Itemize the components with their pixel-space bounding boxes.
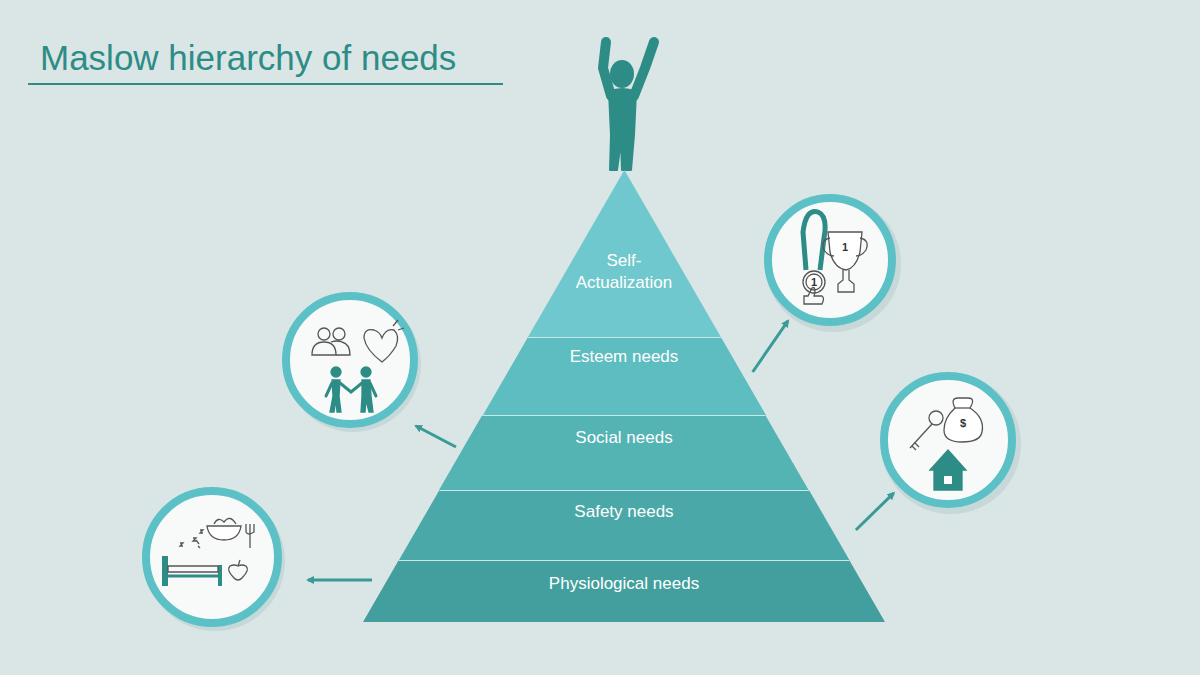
icon-symbol: 1 (842, 241, 848, 253)
band-label: Self- Actualization (564, 250, 684, 294)
physiological-icons (164, 518, 254, 586)
diagram-title: Maslow hierarchy of needs (40, 38, 456, 78)
pyramid-band-outline (439, 415, 809, 490)
pyramid-band: Social needs (439, 415, 809, 490)
title-underline (28, 83, 503, 85)
person-figure (603, 42, 654, 170)
pyramid-band: Physiological needs (363, 560, 885, 622)
connector-arrow (753, 321, 788, 372)
social-icons (312, 320, 404, 412)
pyramid-band-outline (399, 490, 849, 560)
icon-circle: 11 (762, 192, 898, 328)
icon-circle: $ (878, 370, 1018, 510)
pyramid-band: Esteem needs (483, 337, 766, 415)
icon-symbol: $ (960, 417, 966, 429)
band-label: Physiological needs (549, 573, 699, 595)
band-label: Esteem needs (570, 346, 679, 368)
leader-arrow (308, 579, 372, 582)
band-label: Social needs (575, 427, 672, 449)
leader-arrow (416, 426, 456, 447)
pyramid-band: Self- Actualization (528, 170, 721, 337)
connector-arrow (856, 493, 894, 530)
safety-icons (910, 398, 983, 490)
icon-symbol: 1 (811, 276, 817, 288)
pyramid-band: Safety needs (399, 490, 849, 560)
esteem-icons (803, 211, 867, 304)
icon-circle-outline (762, 192, 898, 328)
band-label: Safety needs (574, 501, 673, 523)
icon-circle-outline (878, 370, 1018, 510)
